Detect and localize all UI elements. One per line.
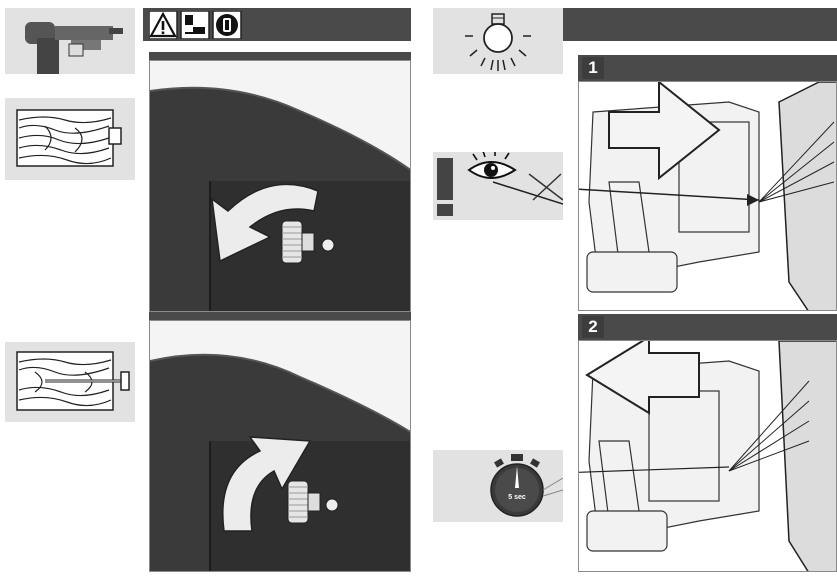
stopwatch-icon: [490, 454, 544, 517]
warning-triangle-icon: [149, 11, 178, 39]
step1-strip: [578, 55, 837, 81]
rotate-ccw-arrow: [211, 183, 319, 263]
tool-thumbnail: [5, 8, 135, 74]
panel-mid-strip: [149, 312, 411, 320]
stopwatch-label: 5 sec: [508, 494, 526, 501]
eye-icon: [467, 152, 517, 179]
safety-icons: [149, 11, 245, 39]
step2-strip: [578, 314, 837, 340]
wear-protection-icon: [212, 11, 242, 39]
lightbulb-icon: [465, 13, 531, 71]
step2-panel: [578, 340, 837, 572]
step-number-1: 1: [582, 57, 604, 79]
read-manual-icon: [180, 11, 210, 39]
pull-left-arrow: [585, 341, 700, 415]
step-number-2: 2: [582, 316, 604, 338]
rotate-cw-arrow: [222, 436, 312, 532]
adjust-wheel-panel-down: [149, 60, 411, 312]
wood-nail-flush-illustration: [5, 98, 135, 180]
cross-icon: [528, 173, 563, 201]
exclamation-icon: [437, 158, 453, 216]
adjust-wheel-panel-up: [149, 320, 411, 572]
wood-nail-protruding-illustration: [5, 342, 135, 422]
step1-panel: [578, 81, 837, 311]
adjust-wheel: [281, 220, 335, 264]
stopwatch-box: [433, 450, 563, 522]
push-right-arrow: [608, 82, 721, 181]
lightbulb-box: [433, 8, 563, 74]
adjust-wheel: [287, 480, 339, 524]
visual-check-box: [433, 152, 563, 220]
panel-top-strip: [149, 52, 411, 60]
